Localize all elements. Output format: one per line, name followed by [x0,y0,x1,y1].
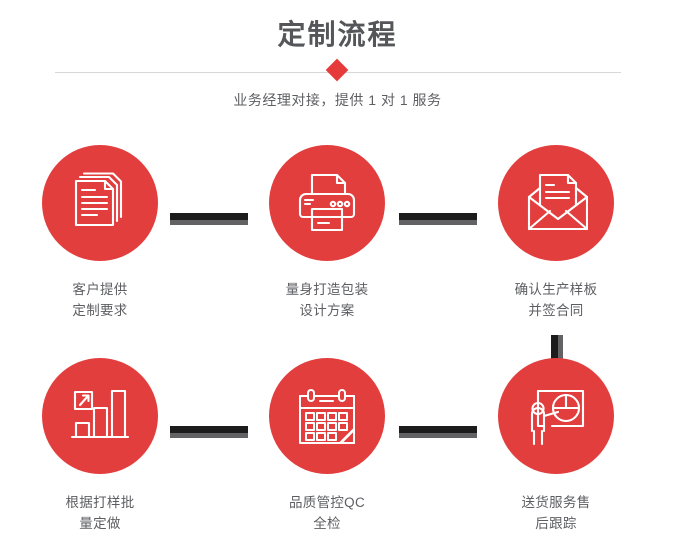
step-1-label-line1: 客户提供 [72,282,128,297]
step-3-label-line1: 确认生产样板 [514,282,598,297]
step-1-label: 客户提供 定制要求 [10,279,190,321]
page-title: 定制流程 [277,19,398,50]
page-header: 定制流程 业务经理对接，提供 1 对 1 服务 [0,0,675,120]
divider [0,58,675,82]
step-3-label-line2: 并签合同 [528,303,584,318]
step-4-label-line2: 量定做 [79,516,121,531]
step-2-label-line1: 量身打造包装 [285,282,369,297]
flow-step-2[interactable]: 量身打造包装 设计方案 [237,145,417,321]
step-4-label-line1: 根据打样批 [65,495,135,510]
connector-step5-step6 [399,426,477,438]
step-2-label-line2: 设计方案 [299,303,355,318]
presentation-pie-chart-icon [530,389,585,446]
documents-stack-icon [74,172,123,227]
bar-chart-growth-icon [70,389,130,439]
diamond-icon [325,58,349,82]
step-6-label-line1: 送货服务售 [521,495,591,510]
step-6-label-line2: 后跟踪 [535,516,577,531]
process-flow: 客户提供 定制要求 [0,145,675,550]
step-3-label: 确认生产样板 并签合同 [466,279,646,321]
step-4-circle[interactable] [42,358,158,474]
connector-step1-step2 [170,213,248,225]
calendar-icon [299,389,355,444]
page-subtitle: 业务经理对接，提供 1 对 1 服务 [233,92,442,108]
printer-icon [298,173,356,232]
flow-step-5[interactable]: 品质管控QC 全检 [237,358,417,534]
flow-step-6[interactable]: 送货服务售 后跟踪 [466,358,646,534]
step-2-label: 量身打造包装 设计方案 [237,279,417,321]
step-5-label: 品质管控QC 全检 [237,492,417,534]
step-5-label-line2: 全检 [313,516,341,531]
connector-step2-step3 [399,213,477,225]
step-1-label-line2: 定制要求 [72,303,128,318]
step-5-label-line1: 品质管控QC [288,495,366,510]
step-6-label: 送货服务售 后跟踪 [466,492,646,534]
flow-step-1[interactable]: 客户提供 定制要求 [10,145,190,321]
step-2-circle[interactable] [269,145,385,261]
step-6-circle[interactable] [498,358,614,474]
envelope-letter-icon [527,173,588,231]
connector-step4-step5 [170,426,248,438]
flow-step-4[interactable]: 根据打样批 量定做 [10,358,190,534]
step-3-circle[interactable] [498,145,614,261]
step-4-label: 根据打样批 量定做 [10,492,190,534]
connector-step3-step6 [551,335,563,372]
flow-step-3[interactable]: 确认生产样板 并签合同 [466,145,646,321]
step-1-circle[interactable] [42,145,158,261]
step-5-circle[interactable] [269,358,385,474]
